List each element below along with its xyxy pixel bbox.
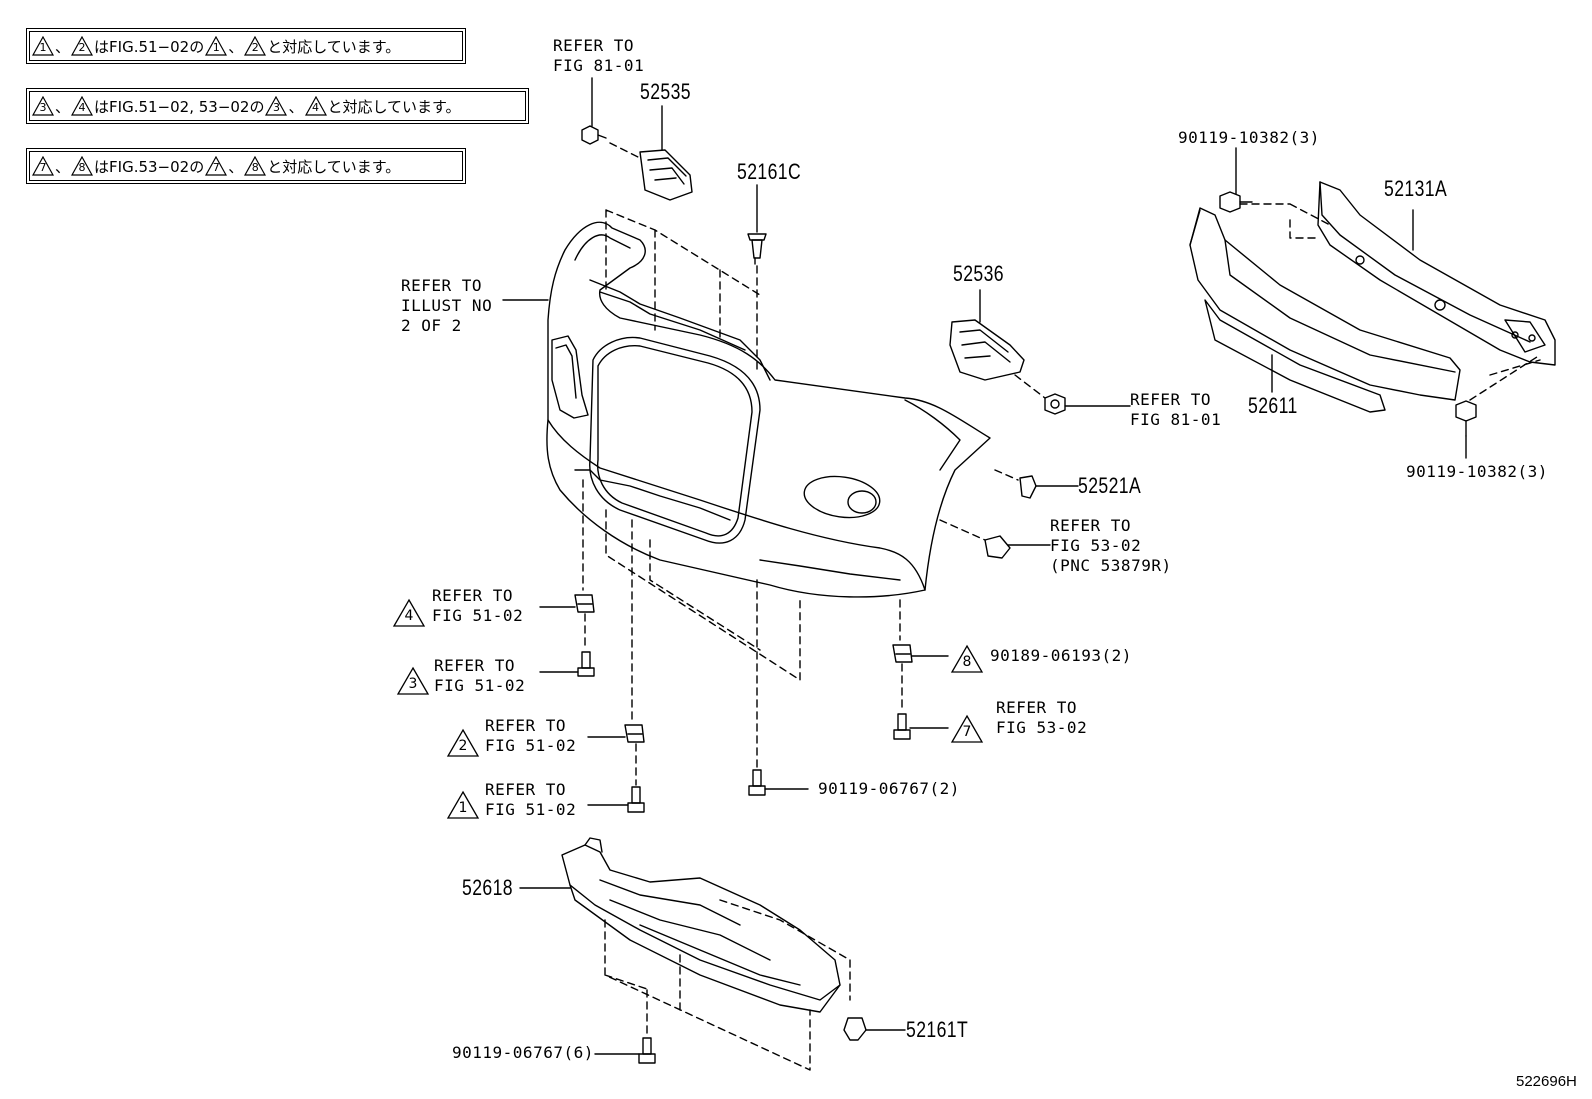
part-number-52161t[interactable]: 52161T bbox=[906, 1017, 969, 1042]
triangle-marker-icon: 3 bbox=[32, 96, 54, 116]
screw-ref3-part bbox=[577, 651, 595, 677]
note-separator: 、 bbox=[228, 157, 244, 176]
bumper-lower-edge bbox=[547, 419, 926, 591]
bumper-lower-notches bbox=[574, 469, 731, 521]
fog-lamp-opening bbox=[803, 475, 881, 519]
note-text: と対応しています。 bbox=[267, 37, 401, 56]
triangle-marker-icon: 8 bbox=[244, 156, 267, 176]
triangle-marker-8-icon: 8 bbox=[950, 644, 984, 674]
label-refer-illust: REFER TO ILLUST NO 2 OF 2 bbox=[401, 276, 493, 335]
label-refer-fig8101-mid: REFER TO FIG 81-01 bbox=[1130, 390, 1222, 429]
triangle-marker-2-icon: 2 bbox=[446, 728, 480, 758]
absorber-52611-part bbox=[1189, 207, 1461, 413]
note-text: はFIG.51−02, 53−02の bbox=[94, 97, 265, 116]
triangle-marker-icon: 1 bbox=[32, 36, 54, 56]
bumper-upper-ridge-2 bbox=[599, 291, 746, 351]
left-side-vent bbox=[551, 335, 589, 419]
note-separator: 、 bbox=[55, 37, 71, 56]
label-refer-ref1: REFER TO FIG 51-02 bbox=[485, 780, 577, 819]
fog-lamp-lens bbox=[847, 490, 877, 514]
part-number-52535[interactable]: 52535 bbox=[640, 79, 691, 104]
label-refer-ref3: REFER TO FIG 51-02 bbox=[434, 656, 526, 695]
bracket-52536-part bbox=[949, 319, 1025, 381]
triangle-marker-icon: 2 bbox=[71, 36, 94, 56]
part-number-52521a[interactable]: 52521A bbox=[1078, 473, 1142, 498]
part-number-90119-10382-bot[interactable]: 90119-10382(3) bbox=[1406, 462, 1548, 481]
part-number-90119-06767-6[interactable]: 90119-06767(6) bbox=[452, 1043, 594, 1062]
clip-52161c-part bbox=[747, 233, 767, 265]
triangle-marker-icon: 7 bbox=[205, 156, 228, 176]
bumper-outline bbox=[546, 221, 991, 598]
note-text: と対応しています。 bbox=[327, 97, 461, 116]
bolt-90119-10382-bot bbox=[1455, 400, 1477, 437]
bracket-52535-part bbox=[639, 149, 693, 201]
triangle-marker-icon: 4 bbox=[71, 96, 94, 116]
triangle-marker-4-icon: 4 bbox=[392, 598, 426, 628]
note-separator: 、 bbox=[55, 97, 71, 116]
clip-90189-part bbox=[892, 644, 913, 663]
bumper-bottom-lip bbox=[759, 559, 901, 581]
part-number-90119-10382-top[interactable]: 90119-10382(3) bbox=[1178, 128, 1320, 147]
reinforcement-52131a-part bbox=[1317, 181, 1556, 366]
grille-opening-inner bbox=[596, 345, 753, 537]
label-refer-fig8101-top: REFER TO FIG 81-01 bbox=[553, 36, 645, 75]
bumper-right-corner bbox=[904, 399, 961, 471]
screw-90119-06767-2-part bbox=[748, 769, 766, 796]
bolt-fig8101-top bbox=[581, 125, 607, 145]
clip-ref4-part bbox=[574, 594, 595, 613]
note-separator: 、 bbox=[55, 157, 71, 176]
part-number-52611[interactable]: 52611 bbox=[1248, 393, 1298, 418]
part-number-52131a[interactable]: 52131A bbox=[1384, 176, 1448, 201]
part-number-90119-06767-2[interactable]: 90119-06767(2) bbox=[818, 779, 960, 798]
triangle-marker-icon: 1 bbox=[205, 36, 228, 56]
note-box-3: 7 、 8 はFIG.53−02の 7 、 8 と対応しています。 bbox=[26, 148, 466, 184]
illustration-code: 522696H bbox=[1516, 1073, 1577, 1090]
triangle-marker-icon: 8 bbox=[71, 156, 94, 176]
triangle-marker-1-icon: 1 bbox=[446, 790, 480, 820]
note-text: はFIG.51−02の bbox=[94, 37, 205, 56]
undercover-52618-part bbox=[561, 837, 841, 1013]
note-text: はFIG.53−02の bbox=[94, 157, 205, 176]
triangle-marker-7-icon: 7 bbox=[950, 714, 984, 744]
screw-90119-06767-6-part bbox=[638, 1037, 656, 1064]
left-side-vent-detail bbox=[555, 344, 577, 399]
label-refer-ref2: REFER TO FIG 51-02 bbox=[485, 716, 577, 755]
note-separator: 、 bbox=[288, 97, 304, 116]
bolt-fig8101-mid bbox=[1044, 393, 1066, 415]
note-separator: 、 bbox=[228, 37, 244, 56]
triangle-marker-icon: 2 bbox=[244, 36, 267, 56]
triangle-marker-icon: 3 bbox=[265, 96, 288, 116]
part-number-52161c[interactable]: 52161C bbox=[737, 159, 802, 184]
screw-ref7-part bbox=[893, 713, 911, 740]
triangle-marker-icon: 7 bbox=[32, 156, 54, 176]
label-refer-fig5302-pnc: REFER TO FIG 53-02 (PNC 53879R) bbox=[1050, 516, 1172, 575]
label-refer-ref7: REFER TO FIG 53-02 bbox=[996, 698, 1088, 737]
part-number-52618[interactable]: 52618 bbox=[462, 875, 513, 900]
grille-opening bbox=[589, 336, 761, 544]
triangle-marker-3-icon: 3 bbox=[396, 666, 430, 696]
bumper-cover-part bbox=[546, 221, 991, 598]
screw-ref1-part bbox=[627, 786, 645, 813]
bolt-90119-10382-top bbox=[1219, 191, 1253, 213]
nut-fig5302-part bbox=[984, 535, 1011, 559]
label-refer-ref4: REFER TO FIG 51-02 bbox=[432, 586, 524, 625]
clip-52521a-part bbox=[1019, 475, 1037, 499]
part-number-90189-06193[interactable]: 90189-06193(2) bbox=[990, 646, 1132, 665]
triangle-marker-icon: 4 bbox=[304, 96, 327, 116]
note-text: と対応しています。 bbox=[267, 157, 401, 176]
bumper-upper-vent bbox=[574, 234, 631, 261]
clip-ref2-part bbox=[624, 724, 645, 743]
bumper-upper-ridge bbox=[589, 279, 771, 381]
part-number-52536[interactable]: 52536 bbox=[953, 261, 1004, 286]
clip-52161t-part bbox=[843, 1017, 867, 1041]
